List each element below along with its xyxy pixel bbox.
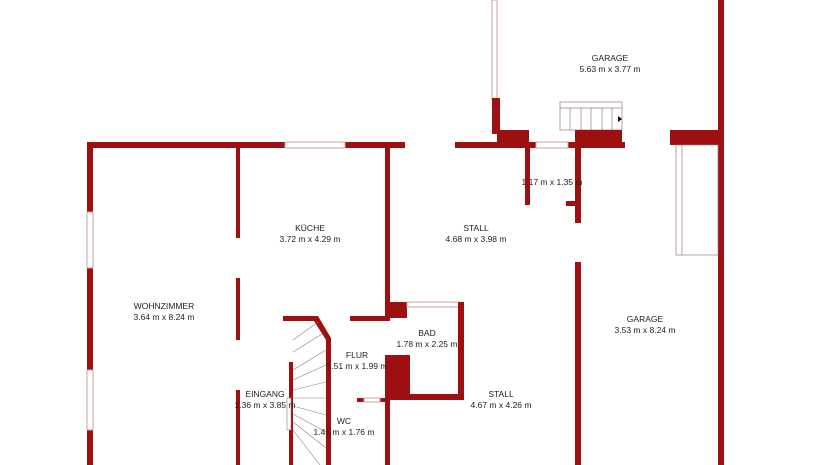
room-name: WOHNZIMMER (133, 301, 195, 311)
wall (385, 142, 390, 320)
window (406, 301, 460, 308)
room-label-small: 1.17 m x 1.35 m (522, 177, 583, 188)
wall (575, 262, 581, 465)
room-size: 3.64 m x 8.24 m (133, 312, 195, 322)
room-name: EINGANG (245, 389, 285, 399)
window (363, 397, 381, 403)
wall (492, 98, 500, 134)
room-size: 1.41 m x 1.76 m (313, 427, 375, 437)
window (86, 211, 94, 269)
wall (236, 148, 240, 238)
room-name: BAD (418, 328, 436, 338)
wall (458, 302, 464, 400)
wall (350, 316, 390, 321)
window (284, 141, 346, 149)
stairs-eingang (286, 321, 327, 465)
outer-wall-right (718, 0, 724, 465)
wall (575, 130, 622, 144)
wall (385, 355, 390, 465)
room-size: 4.67 m x 4.26 m (470, 400, 532, 410)
room-size: 4.68 m x 3.98 m (445, 234, 507, 244)
wall (497, 130, 529, 144)
room-size: 5.63 m x 3.77 m (579, 64, 641, 74)
stairs-garage-right (675, 144, 719, 256)
room-size: 1.36 m x 3.85 m (234, 400, 296, 410)
wall (236, 278, 240, 340)
wall (670, 130, 722, 145)
outer-wall-top (87, 142, 405, 148)
room-name: STALL (488, 389, 514, 399)
room-name: STALL (463, 223, 489, 233)
wall (566, 201, 576, 206)
room-name: KÜCHE (295, 223, 325, 233)
room-name: GARAGE (591, 53, 629, 63)
window (535, 141, 569, 149)
window (86, 369, 94, 431)
room-size: 3.72 m x 4.29 m (279, 234, 341, 244)
thin-wall (491, 0, 498, 101)
outer-wall-left (87, 142, 93, 465)
wall (236, 390, 240, 465)
room-size: 3.53 m x 8.24 m (614, 325, 676, 335)
room-size: 1.78 m x 2.25 m (396, 339, 458, 349)
room-name: FLUR (345, 350, 369, 360)
wall (385, 302, 407, 318)
wall (525, 148, 530, 205)
room-name: WC (336, 416, 352, 426)
room-size: 1.51 m x 1.99 m (326, 361, 388, 371)
room-size: 1.17 m x 1.35 m (521, 177, 583, 187)
wall (283, 316, 331, 465)
room-name: GARAGE (626, 314, 664, 324)
wall (385, 394, 464, 400)
stairs-garage-top (559, 101, 623, 131)
wall (575, 148, 581, 223)
